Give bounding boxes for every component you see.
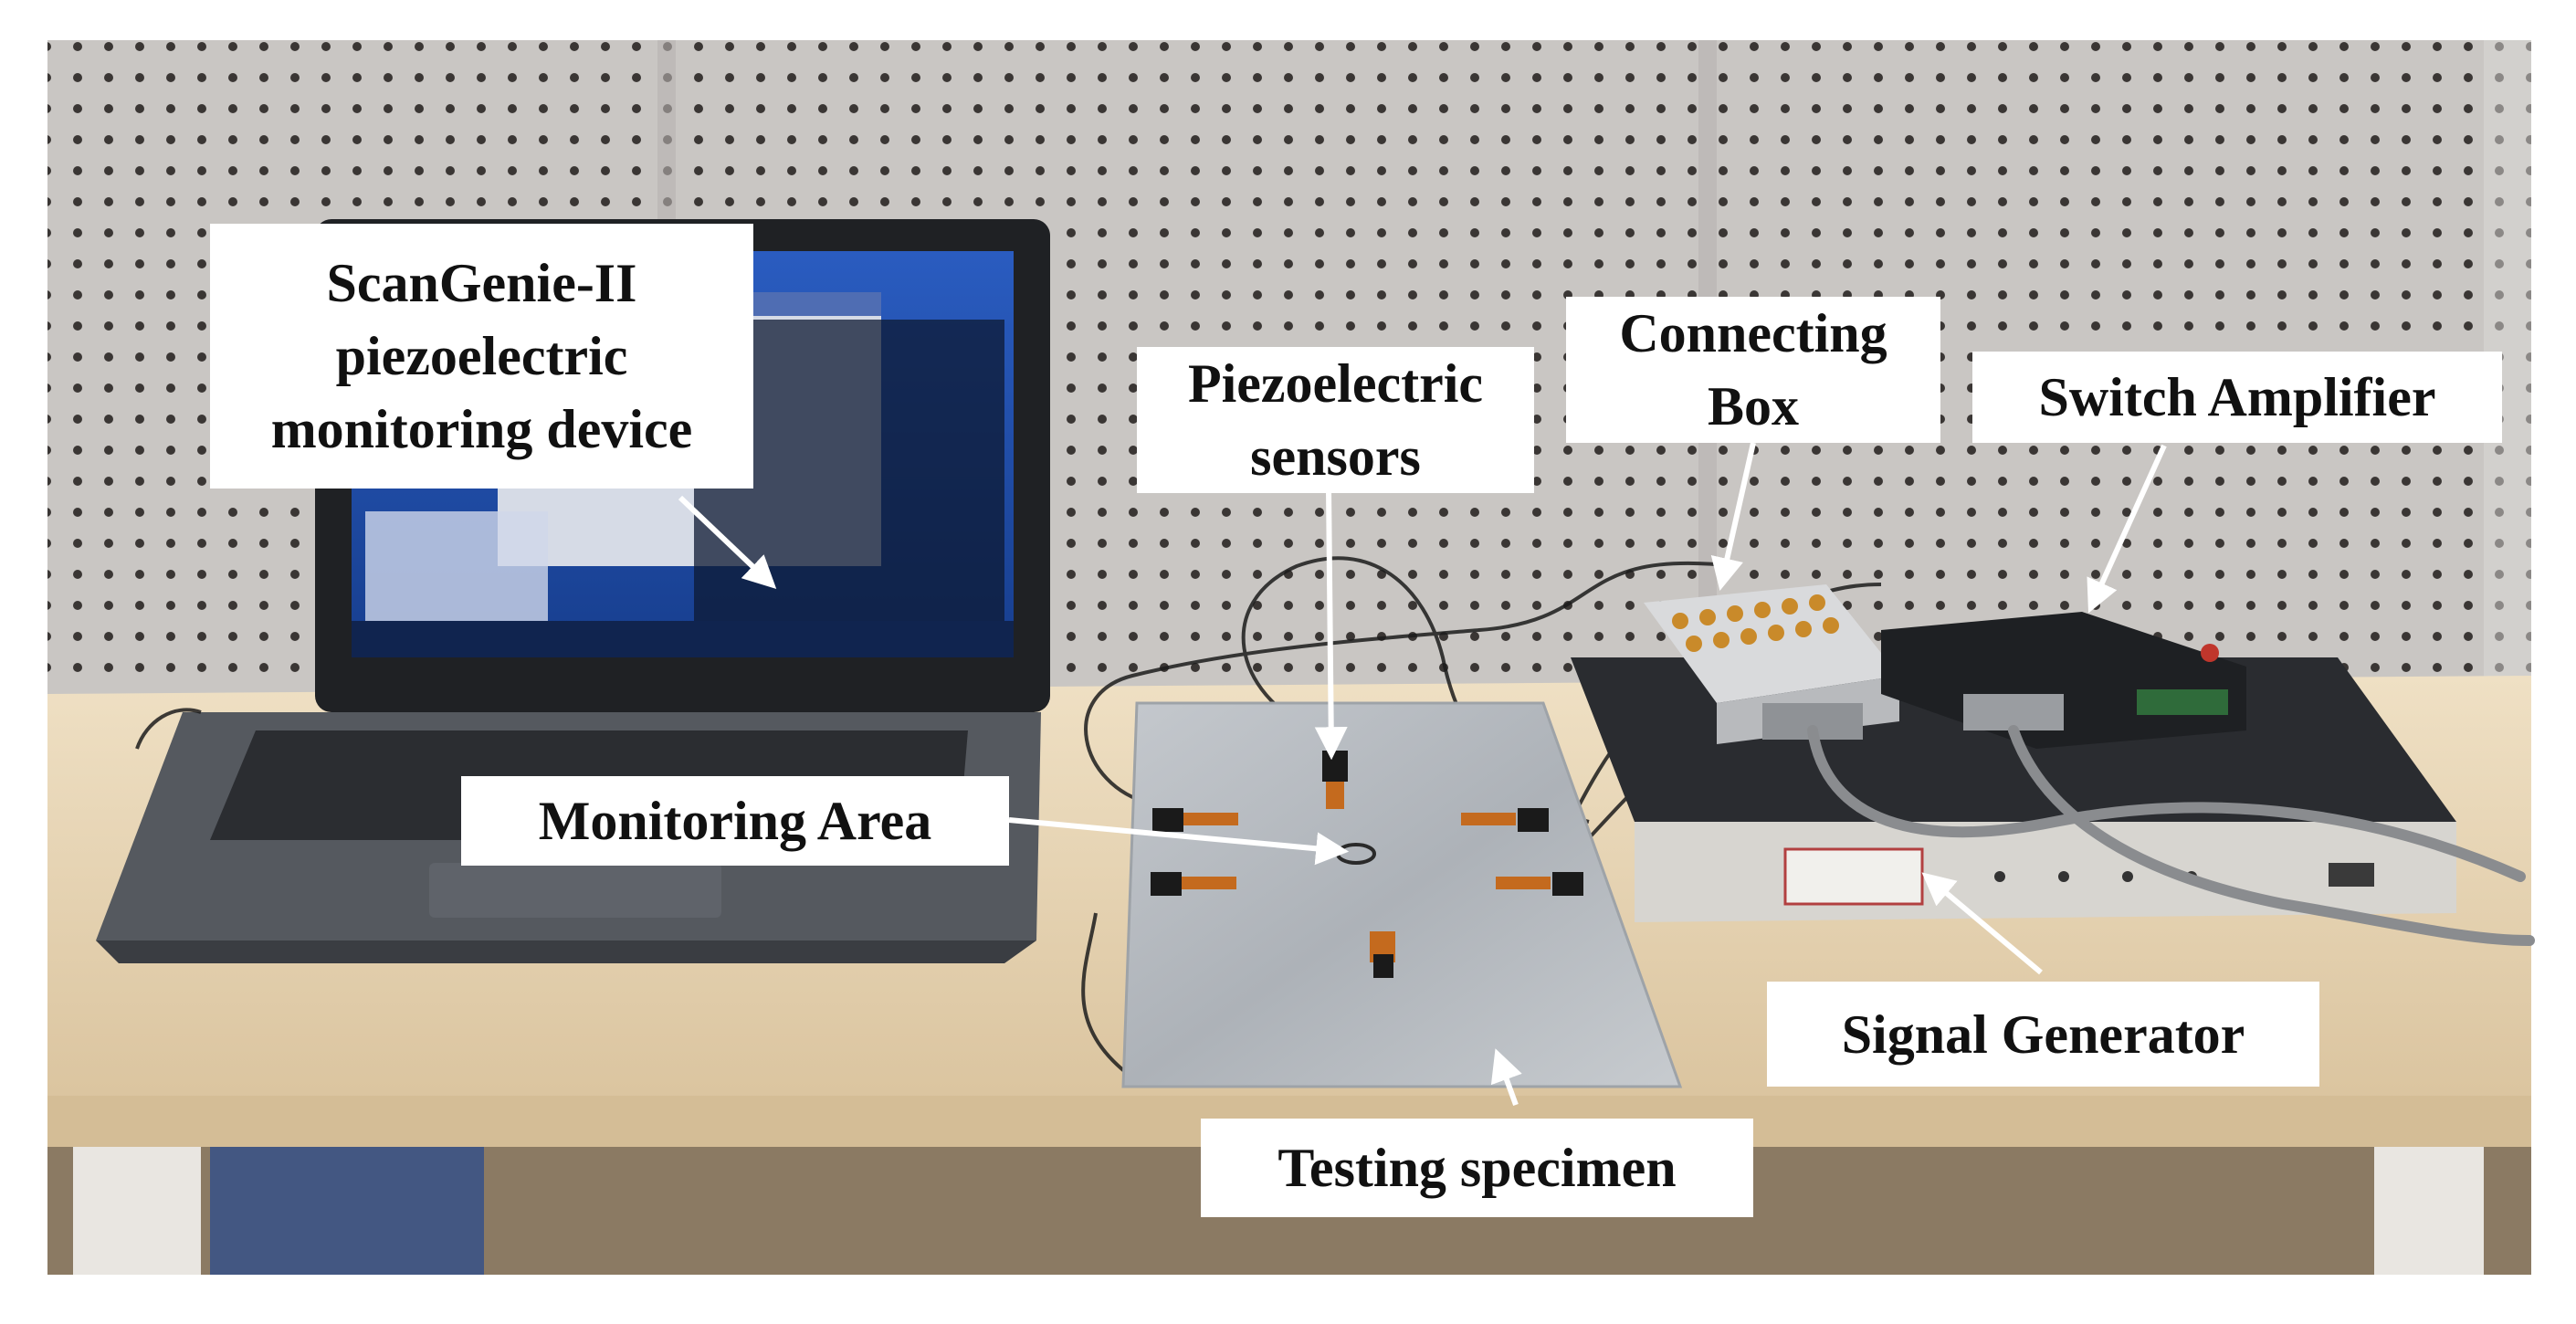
arrow-sensors	[1314, 488, 1348, 761]
label-connecting-line-2: Box	[1707, 376, 1800, 436]
arrow-testing-specimen	[1490, 1048, 1522, 1107]
arrow-signal-generator	[1921, 872, 2043, 975]
label-testing-specimen: Testing specimen	[1201, 1119, 1753, 1217]
arrow-laptop-device	[678, 495, 777, 589]
arrow-switch-amplifier	[2087, 444, 2167, 614]
label-testing-specimen-text: Testing specimen	[1277, 1138, 1677, 1198]
bnc-connectors	[1672, 594, 1839, 652]
label-signal-generator-text: Signal Generator	[1841, 1004, 2245, 1065]
label-signal-generator: Signal Generator	[1767, 982, 2319, 1087]
label-laptop-line-1: ScanGenie-II	[326, 253, 637, 313]
label-piezo-sensors: Piezoelectric sensors	[1137, 347, 1534, 493]
label-switch-amplifier: Switch Amplifier	[1972, 352, 2502, 443]
label-sensors-line-1: Piezoelectric	[1187, 353, 1484, 414]
label-connecting-box: Connecting Box	[1566, 297, 1940, 443]
arrow-monitoring-area	[1008, 817, 1350, 866]
label-switch-amplifier-text: Switch Amplifier	[2038, 367, 2436, 427]
label-sensors-line-2: sensors	[1250, 426, 1421, 487]
label-monitoring-area: Monitoring Area	[461, 776, 1009, 866]
piezo-sensor-array	[1151, 751, 1583, 978]
label-monitoring-area-text: Monitoring Area	[538, 791, 932, 851]
arrow-connecting-box	[1710, 442, 1756, 592]
label-laptop-line-2: piezoelectric	[335, 326, 628, 386]
testing-specimen-plate	[1121, 701, 1683, 1088]
label-laptop-line-3: monitoring device	[270, 399, 693, 459]
label-laptop-device: ScanGenie-II piezoelectric monitoring de…	[210, 224, 753, 489]
label-connecting-line-1: Connecting	[1619, 303, 1887, 363]
